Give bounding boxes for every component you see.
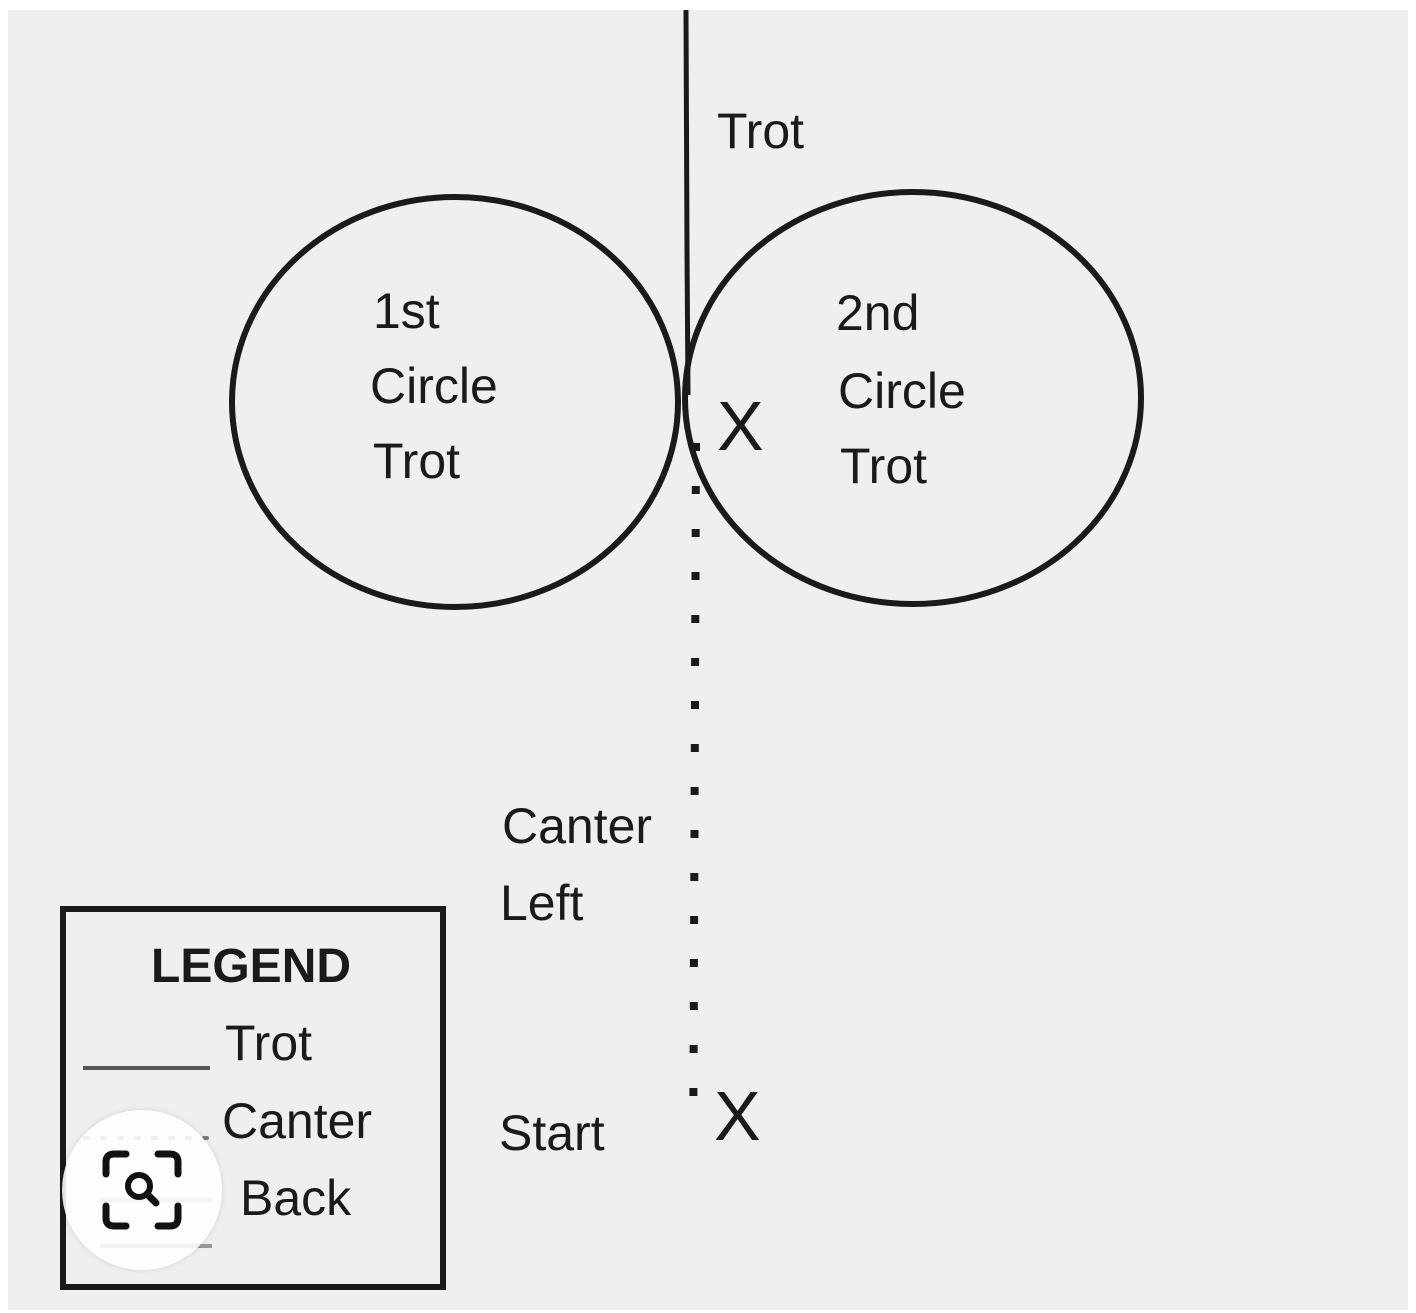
circle1-label: 1st Circle Trot bbox=[370, 283, 498, 489]
canter-dot bbox=[690, 830, 699, 838]
canter-dot bbox=[691, 701, 699, 709]
canter-dot bbox=[692, 443, 700, 451]
canter-left-label-line1: Canter bbox=[502, 798, 652, 854]
trot-top-label: Trot bbox=[717, 103, 804, 159]
circle1-label-line2: Circle bbox=[370, 358, 498, 414]
canter-dot bbox=[689, 1045, 698, 1053]
second-circle bbox=[682, 189, 1144, 607]
canter-dot bbox=[690, 787, 699, 795]
center-x-marker: X bbox=[717, 387, 764, 465]
circle2-label-line1: 2nd bbox=[836, 285, 919, 341]
first-circle bbox=[229, 194, 681, 610]
visual-search-icon bbox=[102, 1150, 182, 1230]
legend-title: LEGEND bbox=[151, 940, 351, 993]
legend-trot-label: Trot bbox=[225, 1015, 312, 1071]
canter-dot bbox=[691, 572, 700, 580]
trot-path-line bbox=[683, 9, 691, 396]
canter-dot bbox=[689, 1088, 698, 1096]
canter-dot bbox=[689, 1002, 698, 1010]
canter-left-label-line2: Left bbox=[500, 875, 584, 931]
circle2-label-line2: Circle bbox=[838, 363, 966, 419]
canter-dot bbox=[690, 916, 699, 924]
legend-back-label: Back bbox=[240, 1170, 352, 1226]
circle1-label-line1: 1st bbox=[373, 283, 440, 339]
legend-canter-label: Canter bbox=[222, 1093, 372, 1149]
visual-search-button[interactable] bbox=[62, 1110, 222, 1270]
canter-dot bbox=[691, 529, 700, 537]
canter-dot bbox=[689, 959, 698, 967]
circle1-label-line3: Trot bbox=[373, 433, 460, 489]
canter-dot bbox=[691, 486, 700, 494]
canter-path-dotted bbox=[689, 443, 700, 1096]
canter-dot bbox=[690, 873, 699, 881]
canter-left-label: Canter Left bbox=[500, 798, 652, 931]
legend: LEGEND Trot Canter Back bbox=[60, 906, 446, 1290]
canter-dot bbox=[691, 658, 700, 666]
circle2-label: 2nd Circle Trot bbox=[836, 285, 966, 494]
circle2-label-line3: Trot bbox=[840, 438, 927, 494]
start-label: Start bbox=[499, 1105, 605, 1161]
canter-dot bbox=[691, 615, 700, 623]
canter-dot bbox=[690, 744, 699, 752]
start-x-marker: X bbox=[714, 1077, 761, 1155]
